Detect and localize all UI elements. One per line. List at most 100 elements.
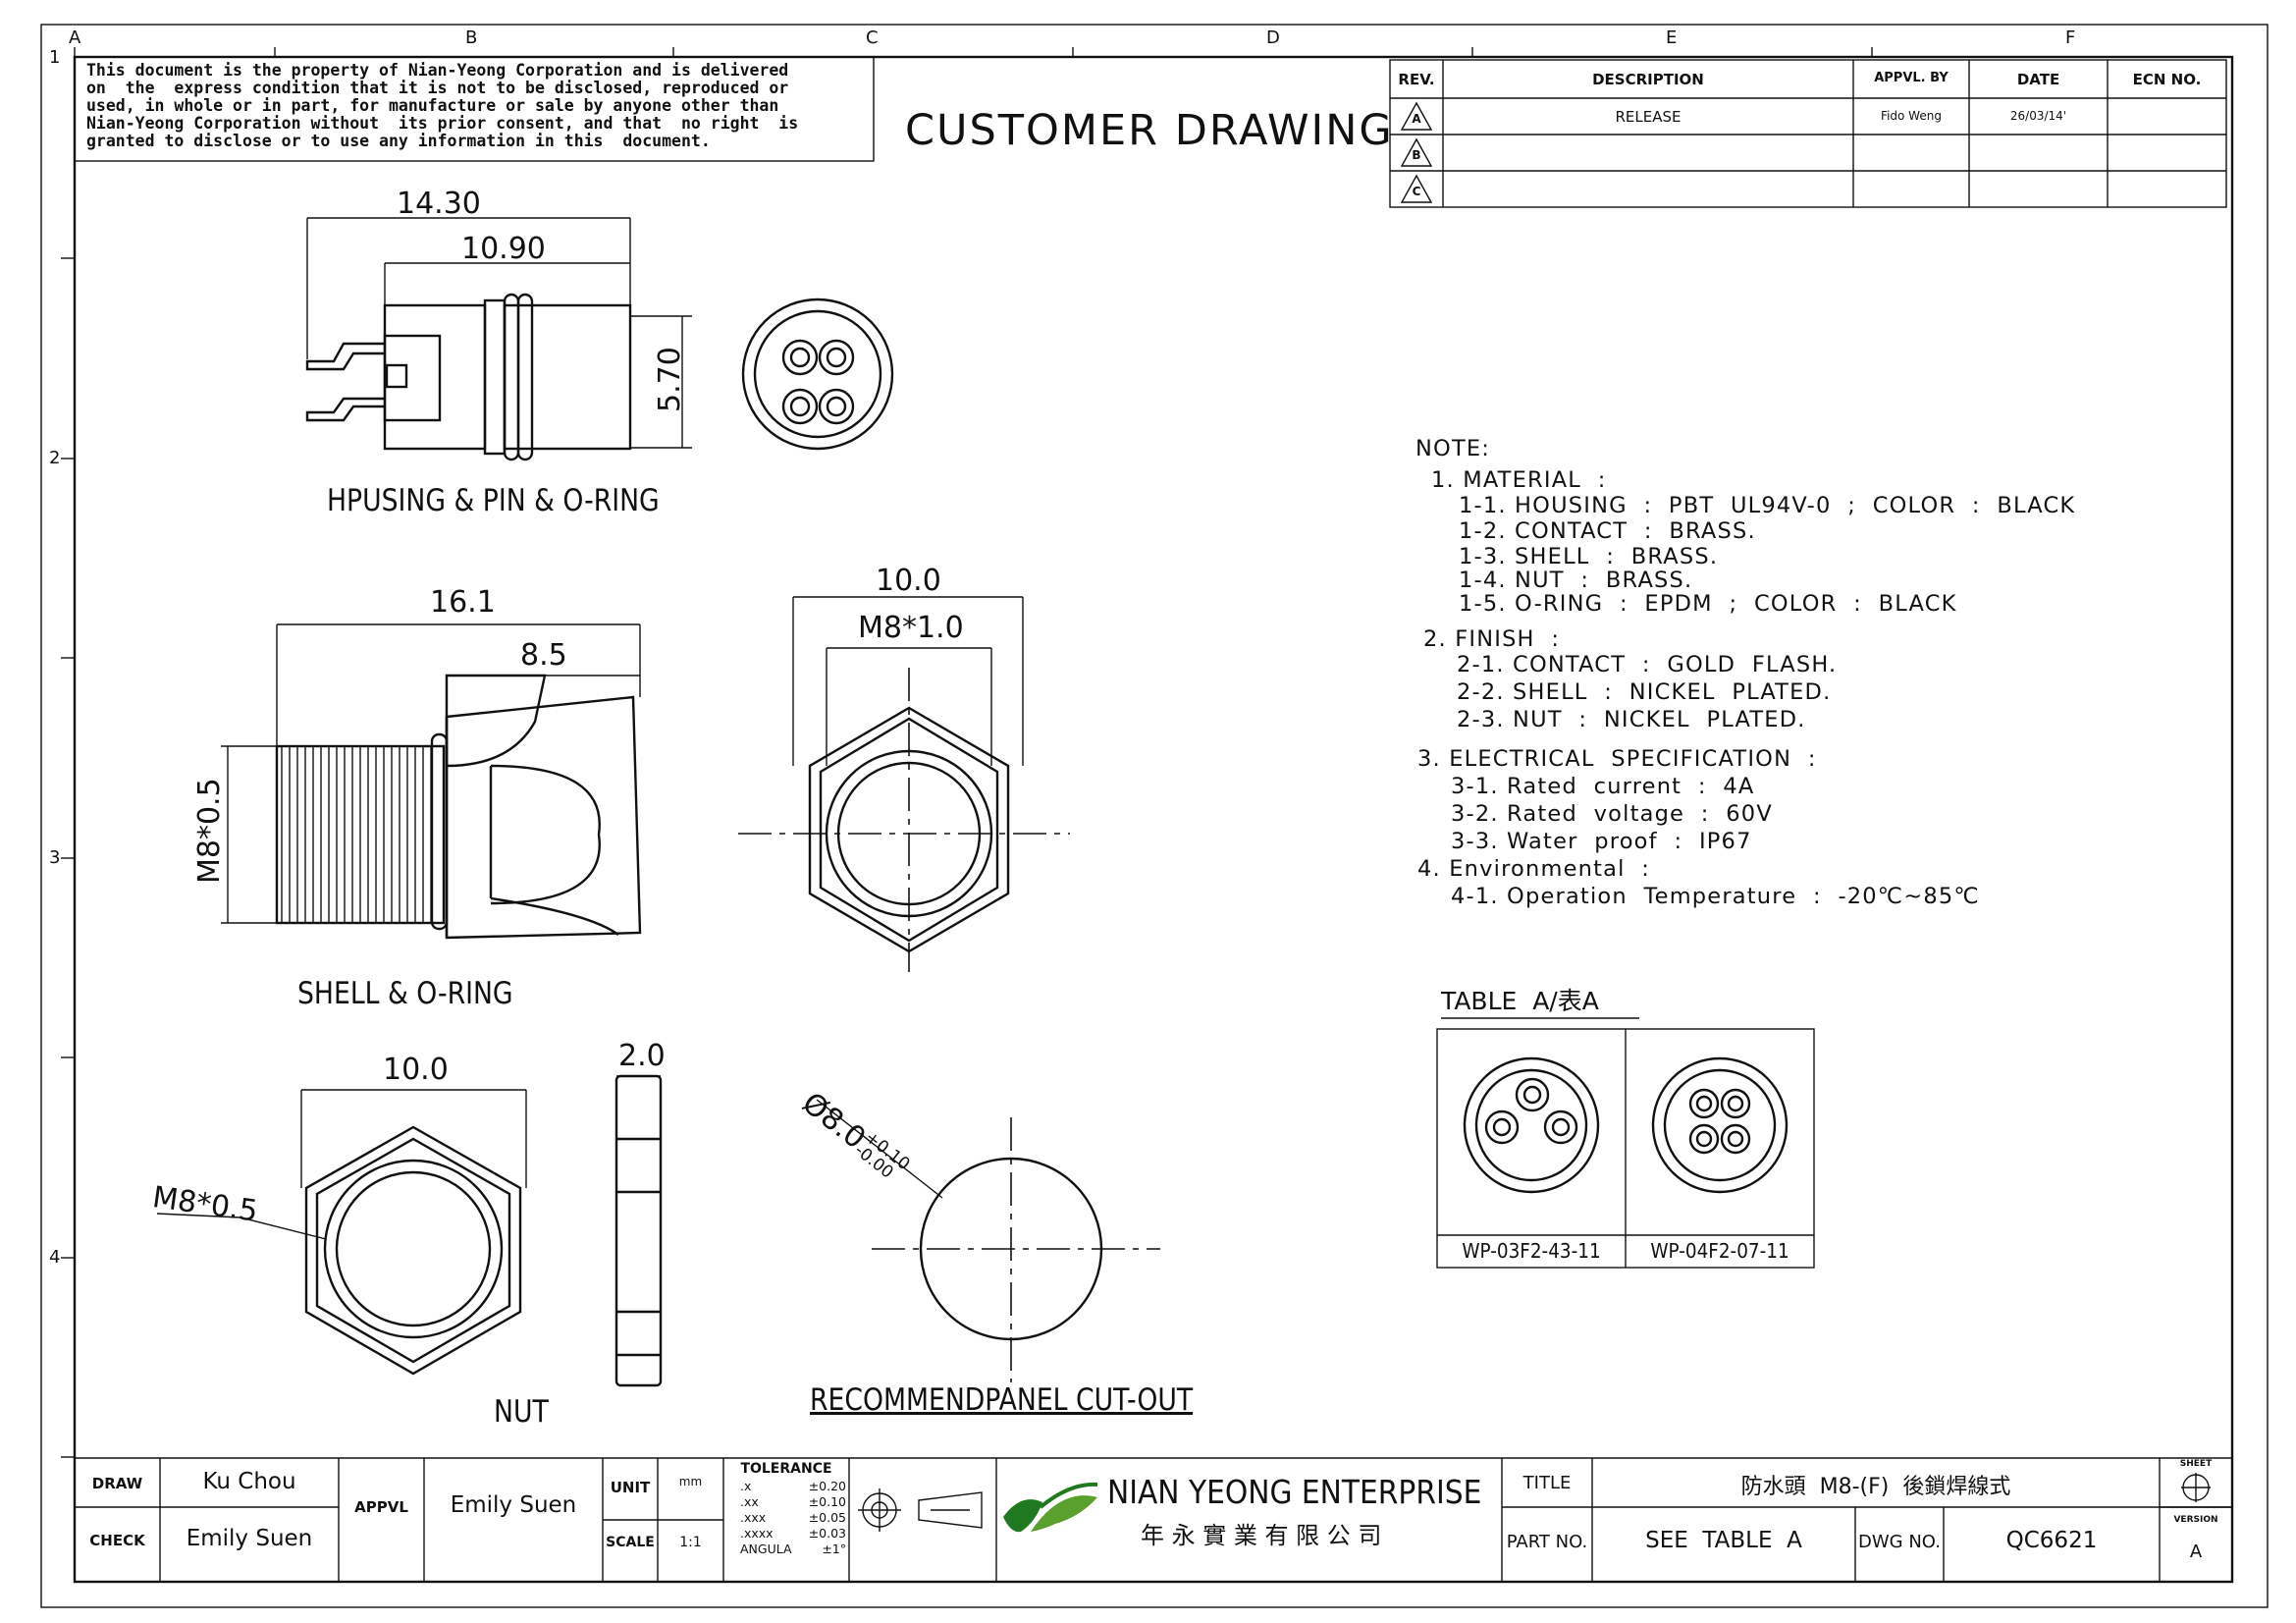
revision-table: [1389, 59, 2227, 208]
note-line: 2-1. CONTACT : GOLD FLASH.: [1457, 652, 1838, 677]
dwg-no-value: QC6621: [2005, 1528, 2098, 1553]
shell-view-label: SHELL & O-RING: [297, 976, 513, 1011]
shell-nut-length: 8.5: [520, 638, 567, 673]
rev-c-label: C: [1412, 185, 1421, 198]
panel-cutout-view: [816, 1099, 1160, 1382]
draw-value: Ku Chou: [202, 1469, 296, 1494]
note-line: 1. MATERIAL :: [1431, 467, 1607, 493]
note-line: 4-1. Operation Temperature : -20℃~85℃: [1451, 884, 1980, 909]
grid-row-4: 4: [49, 1247, 61, 1268]
note-line: 2-3. NUT : NICKEL PLATED.: [1457, 707, 1806, 732]
version-value: A: [2189, 1542, 2203, 1562]
note-line: 1-5. O-RING : EPDM ; COLOR : BLACK: [1459, 591, 1957, 617]
company-name: NIAN YEONG ENTERPRISE: [1107, 1473, 1482, 1511]
tolerance-key: ANGULA: [740, 1542, 792, 1556]
unit-value: mm: [678, 1475, 703, 1488]
shell-hex-view: [738, 596, 1070, 972]
housing-body-length: 10.90: [461, 232, 546, 266]
grid-col-e: E: [1666, 27, 1678, 48]
table-a-grid: [1436, 1028, 1815, 1269]
unit-label: UNIT: [610, 1479, 651, 1496]
check-label: CHECK: [89, 1532, 145, 1549]
note-line: 3-3. Water proof : IP67: [1451, 829, 1752, 854]
grid-row-3: 3: [49, 847, 61, 868]
nut-view-label: NUT: [494, 1394, 549, 1430]
table-a-3pin-connector: [1463, 1056, 1600, 1194]
note-line: 2-2. SHELL : NICKEL PLATED.: [1457, 679, 1832, 705]
table-a-part-4pin: WP-04F2-07-11: [1650, 1239, 1789, 1263]
tolerance-key: .xx: [740, 1494, 759, 1509]
appvl-value: Emily Suen: [450, 1492, 577, 1518]
tolerance-row: .xxxx ±0.03: [740, 1526, 846, 1542]
table-a-4pin-connector: [1651, 1056, 1789, 1194]
part-no-label: PART NO.: [1506, 1532, 1588, 1552]
nut-front-view: [156, 1089, 527, 1376]
check-value: Emily Suen: [186, 1526, 313, 1551]
nut-thickness: 2.0: [618, 1039, 666, 1073]
grid-col-b: B: [465, 27, 478, 48]
note-line: 3. ELECTRICAL SPECIFICATION :: [1417, 746, 1817, 772]
note-line: 2. FINISH :: [1423, 626, 1561, 652]
projection-symbol: [858, 1488, 983, 1532]
approved-by-header: APPVL. BY: [1874, 71, 1949, 85]
rev-a-label: A: [1412, 112, 1421, 126]
part-no-value: SEE TABLE A: [1645, 1528, 1802, 1553]
grid-ticks: [61, 47, 1873, 1458]
appvl-label: APPVL: [354, 1498, 408, 1516]
dwg-no-label: DWG NO.: [1858, 1532, 1941, 1552]
date-header: DATE: [2016, 71, 2060, 88]
tolerance-row: .x ±0.20: [740, 1479, 846, 1494]
housing-view-label: HPUSING & PIN & O-RING: [327, 483, 660, 518]
note-line: 1-4. NUT : BRASS.: [1459, 568, 1693, 593]
sheet-label: SHEET: [2179, 1459, 2213, 1469]
tolerance-row: .xx ±0.10: [740, 1494, 846, 1510]
housing-end-view: [741, 298, 894, 451]
title-block-grid: [75, 1457, 2232, 1582]
title-label: TITLE: [1522, 1473, 1572, 1493]
tolerance-row: ANGULA ±1°: [740, 1542, 846, 1557]
title-value: 防水頭 M8-(F) 後鎖焊線式: [1740, 1475, 2011, 1499]
description-header: DESCRIPTION: [1592, 71, 1704, 88]
tolerance-key: .xxxx: [740, 1526, 774, 1541]
tolerance-list: .x ±0.20 .xx ±0.10 .xxx ±0.05 .xxxx ±0.03 AN…: [740, 1479, 846, 1557]
shell-overall-length: 16.1: [430, 585, 496, 620]
nut-width: 10.0: [383, 1053, 449, 1087]
tolerance-value: ±0.20: [808, 1479, 846, 1493]
grid-col-c: C: [866, 27, 879, 48]
version-label: VERSION: [2173, 1515, 2218, 1525]
scale-label: SCALE: [606, 1535, 655, 1550]
notes-heading: NOTE:: [1415, 436, 1491, 461]
drawing-title: CUSTOMER DRAWING: [905, 106, 1394, 155]
tolerance-key: .x: [740, 1479, 752, 1493]
nut-side-view: [614, 1074, 663, 1387]
rev-a-approved-by: Fido Weng: [1881, 109, 1942, 123]
scale-value: 1:1: [679, 1535, 702, 1550]
notice-box: [74, 56, 875, 162]
tolerance-value: ±1°: [822, 1542, 846, 1556]
shell-thread: M8*0.5: [192, 778, 227, 884]
tolerance-key: .xxx: [740, 1510, 767, 1525]
tolerance-value: ±0.10: [808, 1494, 846, 1509]
note-line: 3-1. Rated current : 4A: [1451, 774, 1755, 799]
draw-label: DRAW: [91, 1475, 143, 1492]
grid-row-1: 1: [49, 47, 61, 68]
note-line: 3-2. Rated voltage : 60V: [1451, 801, 1773, 827]
inner-thread: M8*1.0: [858, 611, 964, 645]
rev-b-label: B: [1412, 148, 1421, 162]
note-line: 1-2. CONTACT : BRASS.: [1459, 518, 1756, 544]
tolerance-value: ±0.05: [808, 1510, 846, 1525]
grid-col-d: D: [1266, 27, 1280, 48]
note-line: 1-3. SHELL : BRASS.: [1459, 544, 1719, 569]
inner-frame: [73, 55, 2234, 1584]
cutout-view-label: RECOMMENDPANEL CUT-OUT: [810, 1382, 1194, 1418]
company-chinese-name: 年 永 實 業 有 限 公 司: [1141, 1522, 1382, 1549]
tolerance-value: ±0.03: [808, 1526, 846, 1541]
company-logo: [1003, 1482, 1098, 1533]
ecn-header: ECN NO.: [2132, 71, 2202, 88]
hex-width: 10.0: [876, 564, 941, 598]
grid-col-a: A: [69, 27, 81, 48]
rev-header: REV.: [1398, 71, 1435, 88]
rev-a-date: 26/03/14': [2009, 109, 2067, 123]
outer-frame: [40, 24, 2269, 1608]
table-a-title: TABLE A/表A: [1441, 987, 1599, 1015]
